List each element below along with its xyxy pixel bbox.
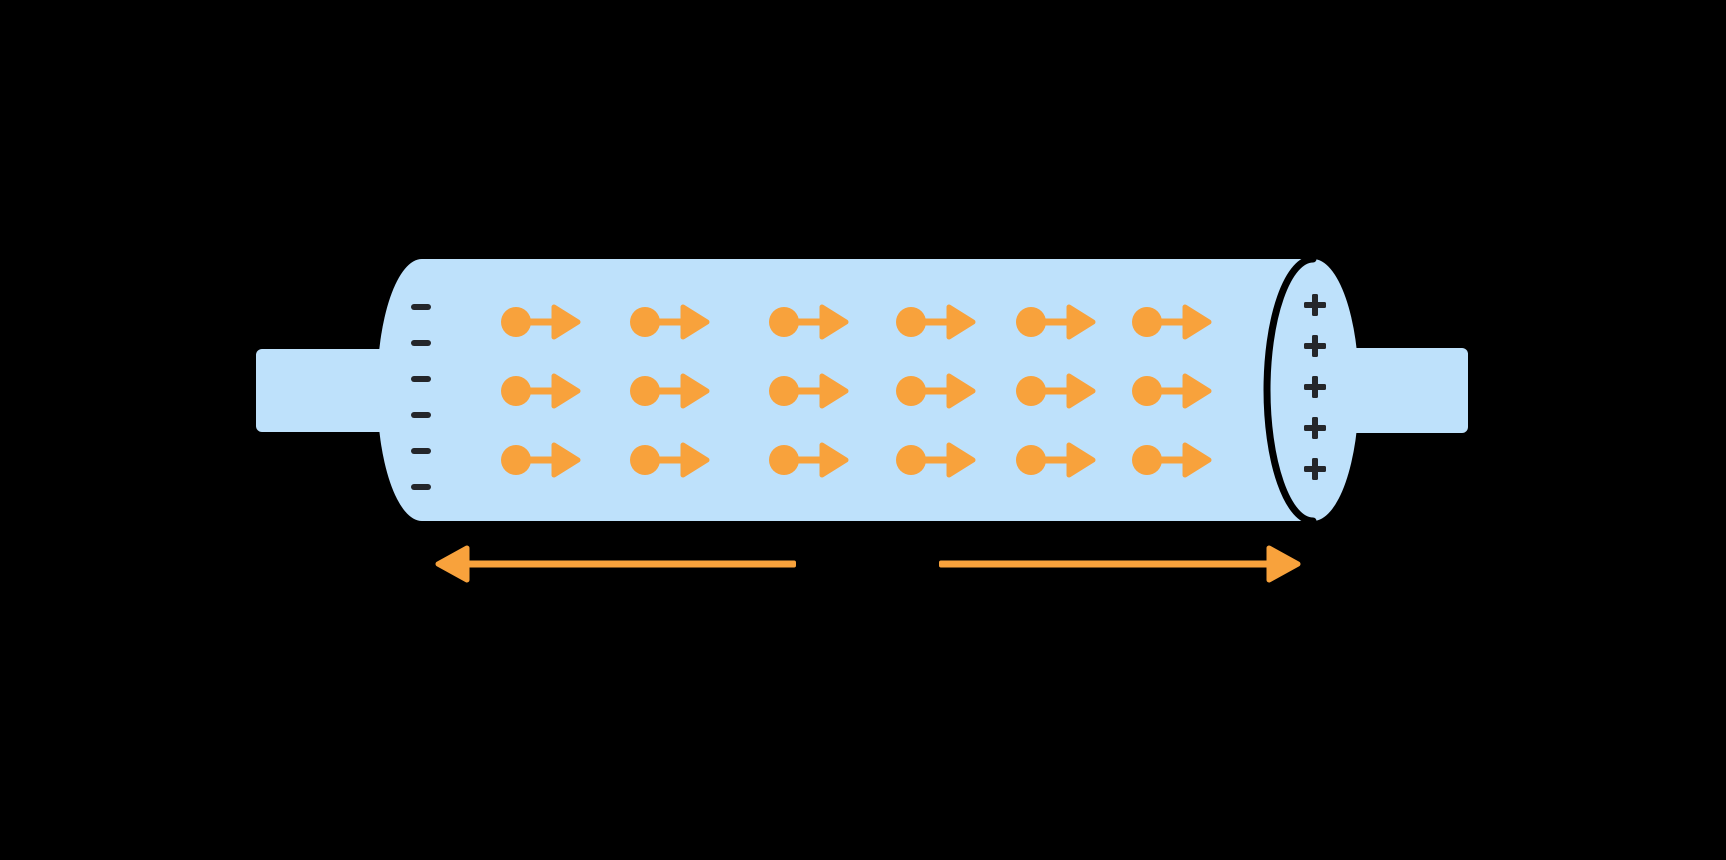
electron-arrow-shaft bbox=[784, 318, 824, 326]
right-terminal-stub bbox=[1305, 348, 1468, 433]
electron-flow-grid bbox=[501, 304, 1212, 478]
length-arrow-right-shaft bbox=[939, 560, 1272, 568]
electron-icon bbox=[501, 304, 581, 340]
electron-icon bbox=[1016, 304, 1096, 340]
electron-arrow-head bbox=[1066, 304, 1096, 340]
minus-sign bbox=[411, 484, 431, 490]
electron-arrow-head bbox=[1182, 373, 1212, 409]
negative-charge-column bbox=[411, 304, 431, 490]
electron-arrow-shaft bbox=[1147, 387, 1187, 395]
plus-sign bbox=[1304, 294, 1326, 316]
electron-icon bbox=[630, 304, 710, 340]
electron-icon bbox=[896, 442, 976, 478]
electron-icon bbox=[630, 373, 710, 409]
conductor bbox=[256, 255, 1468, 525]
electron-icon bbox=[896, 373, 976, 409]
length-arrow bbox=[435, 545, 1301, 583]
length-arrow-left-segment bbox=[435, 545, 796, 583]
electron-icon bbox=[769, 373, 849, 409]
electron-arrow-shaft bbox=[1031, 318, 1071, 326]
electron-arrow-head bbox=[551, 442, 581, 478]
minus-sign bbox=[411, 448, 431, 454]
plus-sign-vbar bbox=[1312, 294, 1318, 316]
electron-arrow-shaft bbox=[516, 318, 556, 326]
electron-arrow-head bbox=[1066, 373, 1096, 409]
length-arrow-left-head bbox=[435, 545, 470, 583]
electron-arrow-shaft bbox=[911, 456, 951, 464]
electron-arrow-head bbox=[680, 304, 710, 340]
plus-sign-vbar bbox=[1312, 417, 1318, 439]
length-arrow-right-head bbox=[1266, 545, 1301, 583]
electron-arrow-head bbox=[1066, 442, 1096, 478]
electron-arrow-shaft bbox=[645, 387, 685, 395]
electron-arrow-head bbox=[1182, 442, 1212, 478]
electron-arrow-shaft bbox=[516, 456, 556, 464]
positive-charge-column bbox=[1304, 294, 1326, 480]
electron-arrow-head bbox=[1182, 304, 1212, 340]
electron-arrow-head bbox=[819, 304, 849, 340]
plus-sign-vbar bbox=[1312, 376, 1318, 398]
electron-arrow-head bbox=[819, 373, 849, 409]
electron-arrow-head bbox=[946, 442, 976, 478]
electron-icon bbox=[501, 442, 581, 478]
electron-icon bbox=[630, 442, 710, 478]
minus-sign bbox=[411, 340, 431, 346]
length-arrow-right-segment bbox=[939, 545, 1301, 583]
electron-arrow-shaft bbox=[784, 387, 824, 395]
electron-arrow-shaft bbox=[1031, 387, 1071, 395]
length-arrow-left-shaft bbox=[464, 560, 796, 568]
electron-icon bbox=[769, 304, 849, 340]
electron-arrow-head bbox=[819, 442, 849, 478]
minus-sign bbox=[411, 304, 431, 310]
electron-icon bbox=[501, 373, 581, 409]
electron-arrow-head bbox=[551, 304, 581, 340]
electron-arrow-shaft bbox=[911, 387, 951, 395]
plus-sign bbox=[1304, 458, 1326, 480]
plus-sign bbox=[1304, 376, 1326, 398]
electron-arrow-shaft bbox=[911, 318, 951, 326]
electron-arrow-head bbox=[680, 373, 710, 409]
electron-icon bbox=[1016, 373, 1096, 409]
electron-arrow-shaft bbox=[645, 456, 685, 464]
electron-icon bbox=[1016, 442, 1096, 478]
electron-icon bbox=[1132, 304, 1212, 340]
electron-arrow-shaft bbox=[645, 318, 685, 326]
electron-arrow-head bbox=[946, 373, 976, 409]
minus-sign bbox=[411, 412, 431, 418]
electron-arrow-shaft bbox=[1147, 456, 1187, 464]
plus-sign-vbar bbox=[1312, 335, 1318, 357]
minus-sign bbox=[411, 376, 431, 382]
electron-icon bbox=[1132, 373, 1212, 409]
plus-sign-vbar bbox=[1312, 458, 1318, 480]
electron-icon bbox=[769, 442, 849, 478]
end-face-outline-arc bbox=[1263, 255, 1317, 525]
electron-icon bbox=[896, 304, 976, 340]
electron-arrow-shaft bbox=[784, 456, 824, 464]
plus-sign bbox=[1304, 335, 1326, 357]
electron-arrow-shaft bbox=[1147, 318, 1187, 326]
electron-arrow-head bbox=[680, 442, 710, 478]
plus-sign bbox=[1304, 417, 1326, 439]
electron-arrow-shaft bbox=[1031, 456, 1071, 464]
electron-arrow-shaft bbox=[516, 387, 556, 395]
electron-arrow-head bbox=[551, 373, 581, 409]
electron-icon bbox=[1132, 442, 1212, 478]
electron-arrow-head bbox=[946, 304, 976, 340]
